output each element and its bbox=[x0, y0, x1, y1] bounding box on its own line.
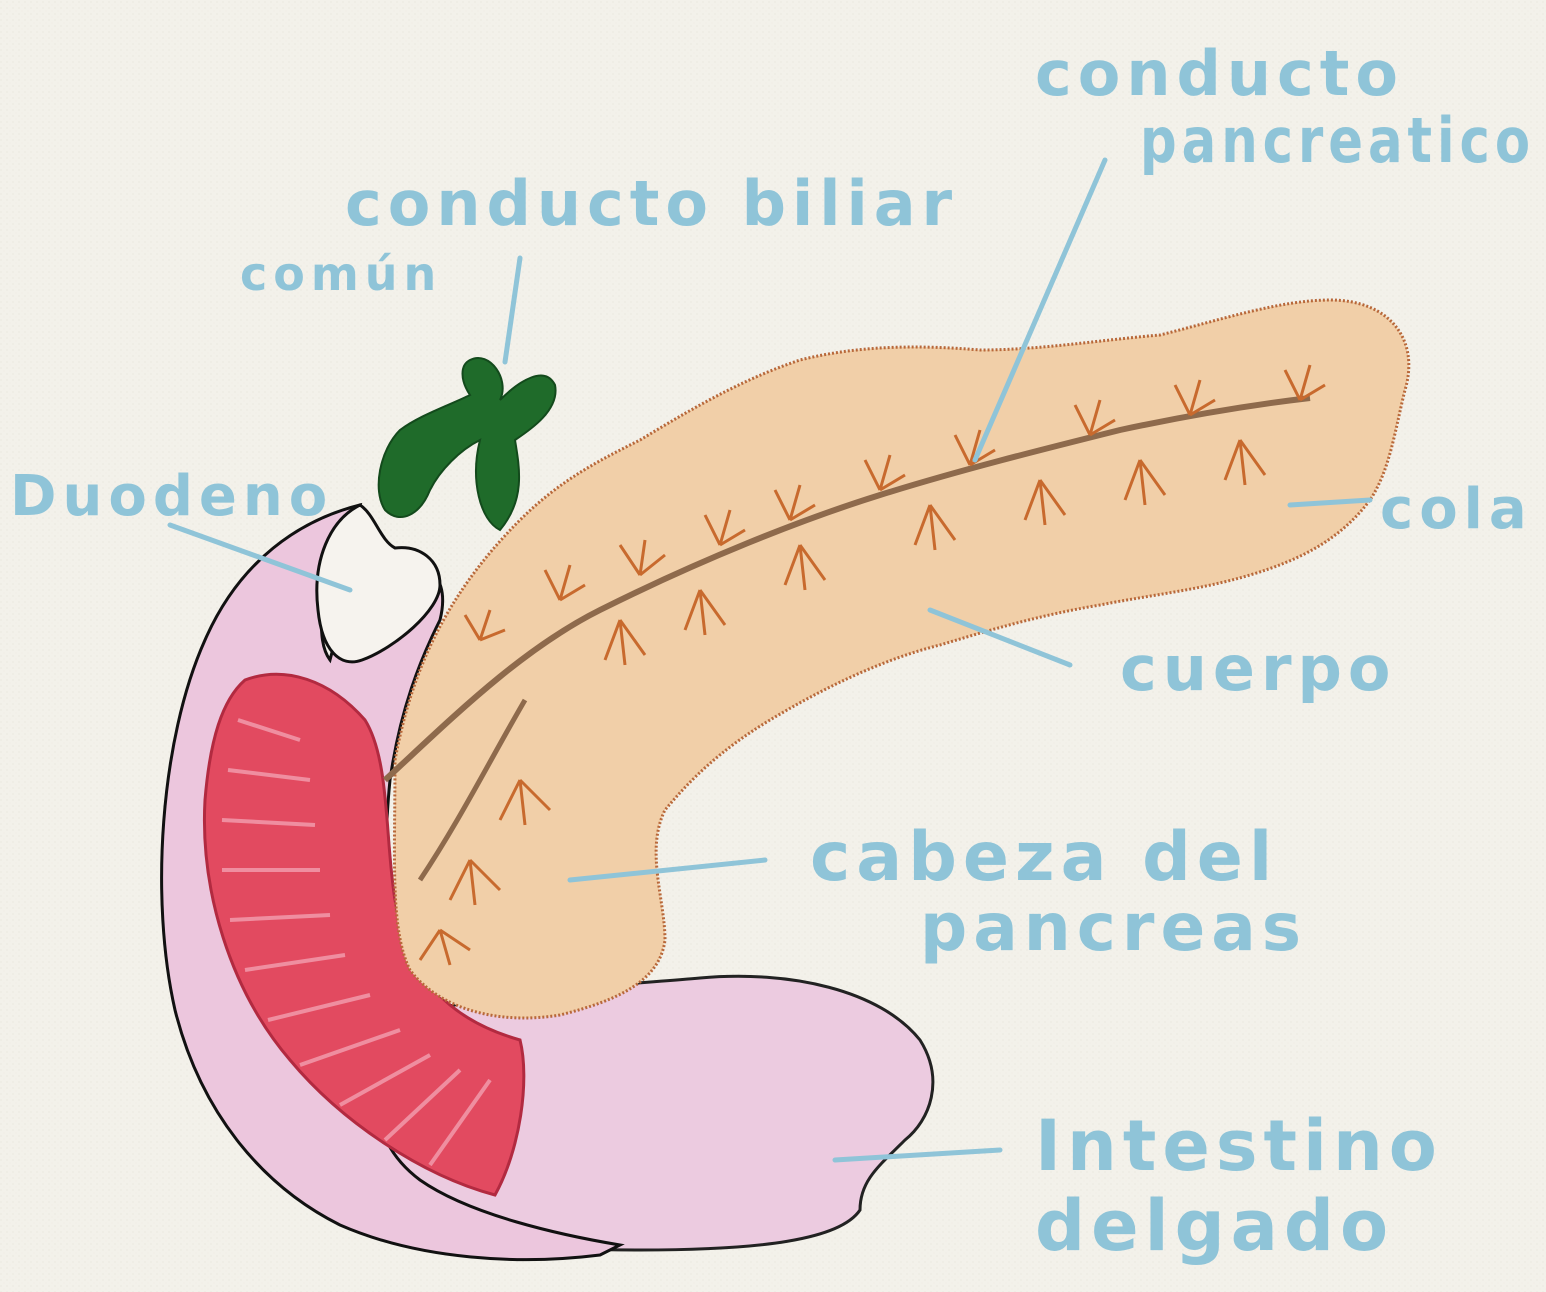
label-pancreas: pancreas bbox=[920, 889, 1307, 966]
label-duodeno: Duodeno bbox=[10, 464, 333, 529]
label-comun: común bbox=[240, 247, 442, 301]
label-conducto-pancreatico-1: conducto bbox=[1035, 37, 1404, 110]
label-intestino: Intestino bbox=[1035, 1105, 1443, 1187]
label-conducto-pancreatico-2: pancreatico bbox=[1140, 104, 1535, 177]
label-cola: cola bbox=[1380, 477, 1533, 542]
label-cabeza-del: cabeza del bbox=[810, 818, 1278, 897]
label-cuerpo: cuerpo bbox=[1120, 632, 1397, 705]
label-conducto-biliar: conducto biliar bbox=[345, 167, 958, 240]
label-delgado: delgado bbox=[1035, 1185, 1394, 1267]
